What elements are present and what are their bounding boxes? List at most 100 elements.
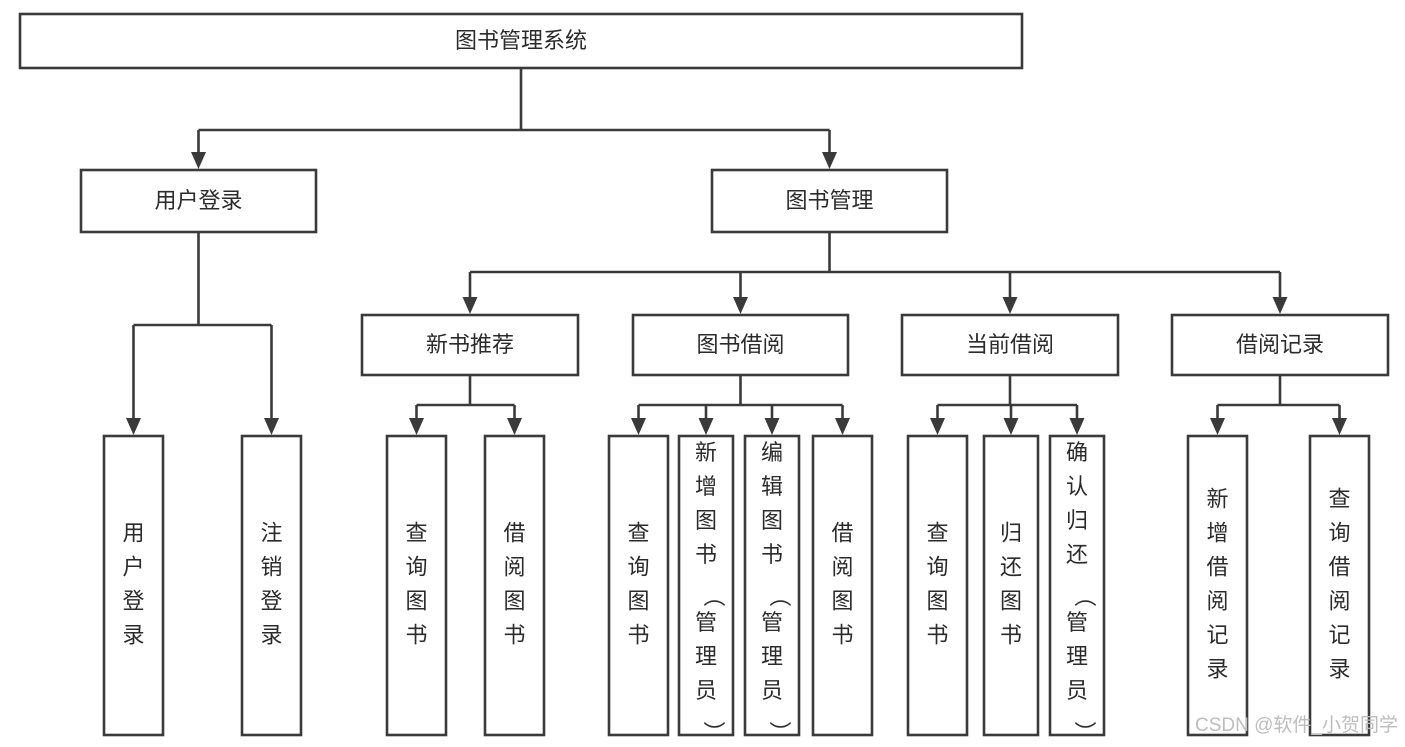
- arrow-head-icon: [631, 418, 646, 435]
- node-add-borrow-record[interactable]: 新增借阅记录新增借阅记录: [1186, 434, 1249, 737]
- arrow-head-icon: [1332, 418, 1347, 435]
- node-label-char: 书: [761, 542, 783, 567]
- node-label-char: 借: [831, 521, 853, 546]
- node-label-char: ）: [767, 721, 792, 743]
- node-label-char: 归: [1066, 508, 1088, 533]
- node-label-char: 查: [405, 521, 427, 546]
- node-label: 用户登录: [154, 188, 242, 213]
- node-box: [483, 434, 546, 737]
- node-label-char: 理: [695, 644, 717, 669]
- arrow-head-icon: [1003, 418, 1019, 435]
- node-new-book-rec[interactable]: 新书推荐: [360, 313, 580, 377]
- node-label-char: 图: [627, 589, 649, 614]
- node-current-borrow[interactable]: 当前借阅: [900, 313, 1120, 377]
- node-box: [906, 434, 969, 737]
- node-label-char: 书: [503, 623, 525, 648]
- node-label-char: 管: [1066, 610, 1088, 635]
- node-label-char: 新: [1206, 487, 1228, 512]
- arrow-head-icon: [507, 418, 522, 435]
- node-label-char: 图: [695, 508, 717, 533]
- node-query-book-1[interactable]: 查询图书查询图书: [385, 434, 448, 737]
- node-label-char: 图: [926, 589, 948, 614]
- node-root[interactable]: 图书管理系统: [18, 12, 1024, 70]
- arrow-head-icon: [930, 418, 945, 435]
- node-label-char: 确: [1066, 440, 1088, 465]
- arrow-head-icon: [1272, 297, 1288, 314]
- node-book-borrow[interactable]: 图书借阅: [631, 313, 850, 377]
- node-query-book-2[interactable]: 查询图书查询图书: [607, 434, 670, 737]
- node-label-char: 书: [831, 623, 853, 648]
- node-label-char: ）: [1072, 721, 1097, 743]
- nodes-layer: 用户登录图书管理新书推荐图书借阅当前借阅借阅记录用户登录用户登录注销登录注销登录…: [18, 12, 1390, 743]
- arrow-head-icon: [409, 418, 424, 435]
- node-label: 当前借阅: [966, 332, 1054, 357]
- node-label-char: 登: [260, 589, 282, 614]
- arrow-head-icon: [1069, 418, 1085, 435]
- node-label-char: 图: [1000, 589, 1022, 614]
- node-label-char: 增: [695, 474, 717, 499]
- node-label-char: 书: [405, 623, 427, 648]
- node-query-book-3[interactable]: 查询图书查询图书: [906, 434, 969, 737]
- node-box: [982, 434, 1040, 737]
- node-label-char: 增: [1206, 521, 1228, 546]
- node-label-char: 录: [1328, 657, 1350, 682]
- node-box: [1048, 434, 1106, 737]
- node-label-char: 阅: [503, 555, 525, 580]
- node-label-char: 书: [1000, 623, 1022, 648]
- node-label-char: （: [701, 585, 726, 607]
- node-box: [385, 434, 448, 737]
- node-label-char: 员: [1066, 678, 1088, 703]
- node-box: [102, 434, 165, 737]
- node-box: [743, 434, 801, 737]
- node-label-char: 图: [761, 508, 783, 533]
- arrow-head-icon: [191, 152, 206, 169]
- node-borrow-book-1[interactable]: 借阅图书借阅图书: [483, 434, 546, 737]
- node-label: 新书推荐: [426, 332, 514, 357]
- node-label-char: ）: [701, 721, 726, 743]
- node-book-manage[interactable]: 图书管理: [710, 168, 949, 234]
- node-box: [710, 168, 949, 234]
- connectors-layer: [126, 68, 1347, 435]
- node-logout-do[interactable]: 注销登录注销登录: [240, 434, 303, 737]
- arrow-head-icon: [822, 152, 837, 169]
- node-label-char: 登: [122, 589, 144, 614]
- arrow-head-icon: [462, 297, 478, 314]
- node-label-char: 户: [122, 555, 144, 580]
- node-box: [607, 434, 670, 737]
- node-box: [1308, 434, 1371, 737]
- node-label-char: 录: [122, 623, 144, 648]
- node-return-book[interactable]: 归还图书归还图书: [982, 434, 1040, 737]
- node-label-char: 员: [695, 678, 717, 703]
- node-box: [240, 434, 303, 737]
- node-label-char: 图: [405, 589, 427, 614]
- node-label: 图书管理系统: [455, 28, 587, 53]
- node-label-char: 书: [627, 623, 649, 648]
- node-label-char: 录: [260, 623, 282, 648]
- node-label-char: 管: [695, 610, 717, 635]
- node-label-char: 编: [761, 440, 783, 465]
- node-label-char: 借: [1328, 555, 1350, 580]
- node-label-char: 销: [260, 555, 282, 580]
- node-login-do[interactable]: 用户登录用户登录: [102, 434, 165, 737]
- node-label-char: 阅: [1328, 589, 1350, 614]
- node-label-char: 图: [503, 589, 525, 614]
- node-label-char: 记: [1206, 623, 1228, 648]
- node-label-char: 询: [926, 555, 948, 580]
- csdn-watermark: CSDN @软件_小贺同学: [1195, 714, 1398, 736]
- node-label-char: 注: [260, 521, 282, 546]
- node-borrow-record[interactable]: 借阅记录: [1170, 313, 1390, 377]
- node-label-char: 录: [1206, 657, 1228, 682]
- node-box: [1170, 313, 1390, 377]
- node-label: 图书管理: [785, 188, 873, 213]
- node-query-borrow-record[interactable]: 查询借阅记录查询借阅记录: [1308, 434, 1371, 737]
- arrow-head-icon: [264, 418, 279, 435]
- node-label-char: 管: [761, 610, 783, 635]
- node-borrow-book-2[interactable]: 借阅图书借阅图书: [811, 434, 874, 737]
- node-user-login[interactable]: 用户登录: [79, 168, 318, 234]
- node-label-char: 图: [831, 589, 853, 614]
